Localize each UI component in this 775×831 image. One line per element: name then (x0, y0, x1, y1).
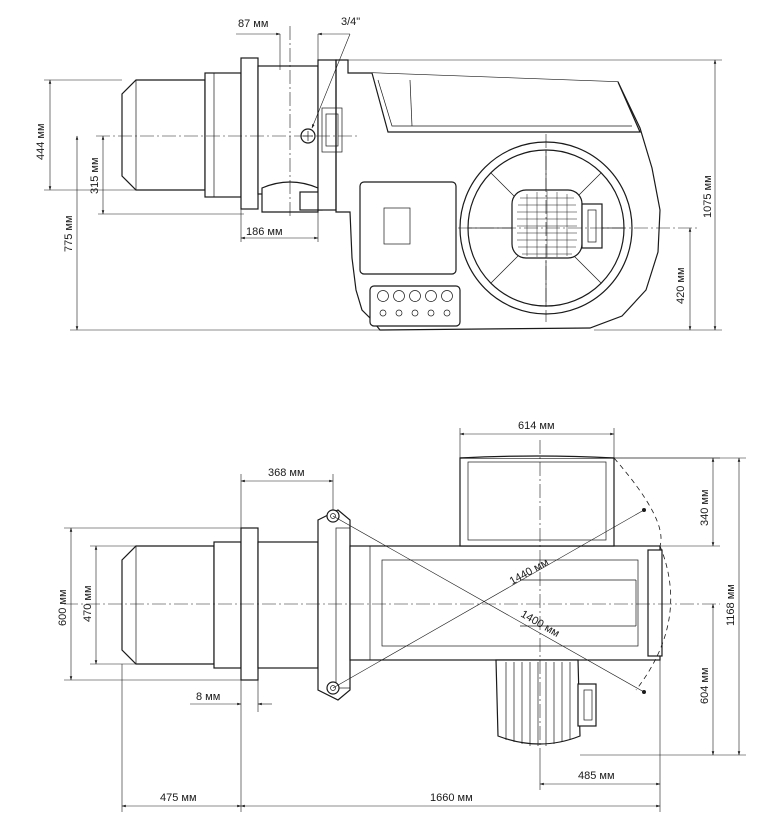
dim-470: 470 мм (82, 545, 136, 665)
dim-1660-label: 1660 мм (430, 792, 473, 804)
dim-604-label: 604 мм (699, 667, 711, 704)
dim-368: 368 мм (240, 467, 334, 528)
burner-neck-top (257, 541, 319, 669)
motor-vent-grille (517, 191, 577, 257)
dim-600-label: 600 мм (57, 589, 69, 626)
dim-8: 8 мм (190, 680, 272, 712)
control-buttons-panel (369, 285, 461, 327)
dim-315: 315 мм (89, 135, 244, 215)
dim-485: 485 мм (539, 660, 661, 812)
dim-315-label: 315 мм (89, 157, 101, 194)
side-view: 87 мм 3/4" 444 мм 315 мм 775 мм (35, 16, 722, 331)
dim-444: 444 мм (35, 79, 136, 191)
dim-600: 600 мм (57, 527, 241, 681)
dim-1168: 1168 мм (580, 457, 746, 756)
dim-340: 340 мм (614, 457, 720, 547)
dim-186-label: 186 мм (246, 226, 283, 238)
dim-485-label: 485 мм (578, 770, 615, 782)
top-view: 614 мм 368 мм 340 мм 1168 мм 604 мм (57, 420, 746, 812)
blast-tube-side (121, 72, 242, 198)
dim-1660: 1660 мм (240, 792, 661, 808)
dim-470-label: 470 мм (82, 585, 94, 622)
dim-420-label: 420 мм (675, 267, 687, 304)
dim-1075-label: 1075 мм (702, 175, 714, 218)
motor-top (495, 659, 597, 746)
dim-186: 186 мм (240, 209, 319, 242)
dim-87: 87 мм (236, 18, 350, 70)
dim-614: 614 мм (459, 420, 615, 458)
air-inlet-box-top (459, 455, 615, 547)
burner-housing-side (335, 59, 661, 331)
blast-tube-top (121, 541, 242, 669)
dim-87-label: 87 мм (238, 18, 268, 30)
dim-8-label: 8 мм (196, 691, 220, 703)
thread-label: 3/4" (341, 16, 360, 28)
dim-thread: 3/4" (311, 16, 360, 129)
dim-604: 604 мм (699, 603, 715, 756)
dim-775-label: 775 мм (63, 215, 75, 252)
dim-775: 775 мм (63, 135, 380, 331)
dim-475: 475 мм (121, 664, 242, 812)
dim-340-label: 340 мм (699, 489, 711, 526)
dim-614-label: 614 мм (518, 420, 555, 432)
hinge-plate-top (317, 509, 351, 701)
swing-arcs (332, 457, 672, 694)
burner-neck-side (257, 59, 343, 213)
dim-368-label: 368 мм (268, 467, 305, 479)
fan-motor-end-view (459, 141, 633, 315)
dim-475-label: 475 мм (160, 792, 197, 804)
dim-1075: 1075 мм (348, 59, 722, 331)
dim-444-label: 444 мм (35, 123, 47, 160)
burner-housing-top (349, 545, 663, 661)
mounting-flange-side (240, 57, 259, 210)
dim-1168-label: 1168 мм (725, 584, 737, 626)
dim-420: 420 мм (675, 227, 692, 331)
